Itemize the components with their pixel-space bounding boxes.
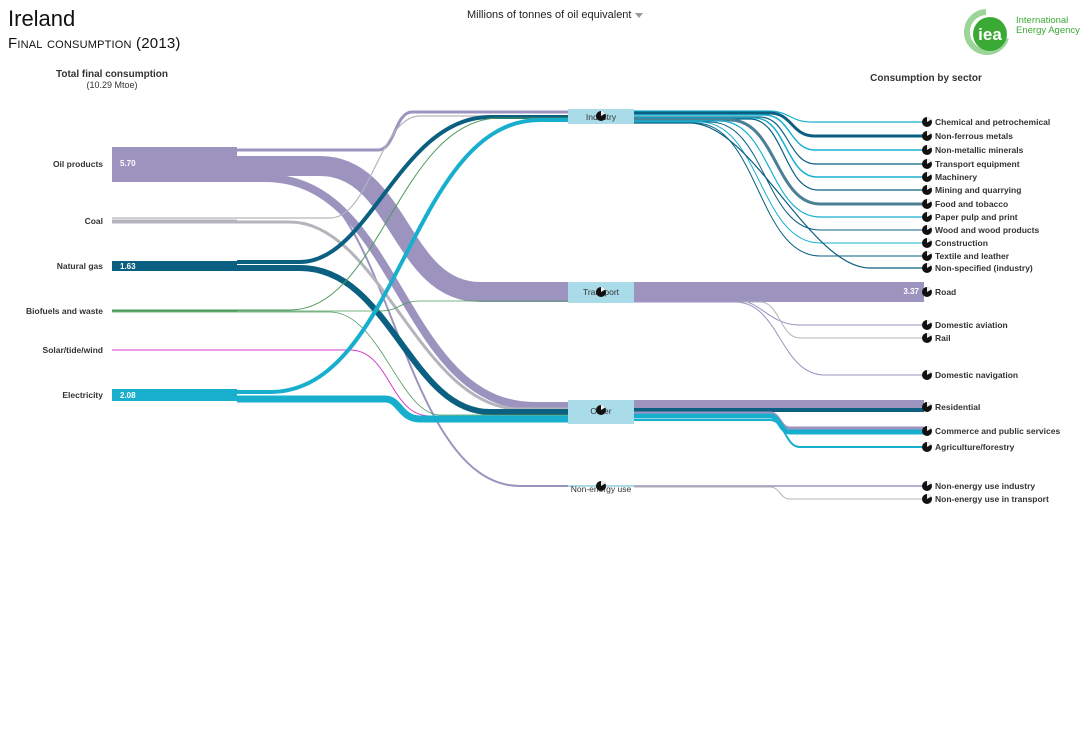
source-value-oil: 5.70 (120, 159, 136, 168)
flow-elec-other (237, 395, 568, 423)
flow-bio-industry (112, 117, 568, 311)
sector-label: Road (935, 287, 956, 297)
source-label-coal: Coal (85, 216, 103, 226)
source-bar-oil (112, 147, 237, 182)
sector-list: Chemical and petrochemical Non-ferrous m… (903, 117, 1060, 504)
sector-label: Non-metallic minerals (935, 145, 1024, 155)
pie-icon[interactable] (922, 287, 932, 297)
sector-label: Non-ferrous metals (935, 131, 1013, 141)
pie-icon[interactable] (922, 370, 932, 380)
sector-label: Agriculture/forestry (935, 442, 1015, 452)
flow-oil-transport (237, 156, 568, 302)
pie-icon[interactable] (922, 117, 932, 127)
source-value-gas: 1.63 (120, 262, 136, 271)
flow-gas-industry (237, 115, 568, 264)
pie-icon[interactable] (922, 442, 932, 452)
pie-icon[interactable] (922, 320, 932, 330)
pie-icon[interactable] (922, 131, 932, 141)
sectors-header: Consumption by sector (870, 73, 982, 84)
sector-label: Non-specified (industry) (935, 263, 1033, 273)
flow-elec-industry (237, 118, 568, 394)
source-bar-gas (112, 261, 237, 271)
pie-icon[interactable] (922, 481, 932, 491)
sector-label: Food and tobacco (935, 199, 1008, 209)
flow-oil-other (237, 174, 568, 410)
pie-icon[interactable] (922, 263, 932, 273)
chart-subtitle: Final consumption (2013) (8, 35, 181, 52)
sector-label: Transport equipment (935, 159, 1020, 169)
flow-coal-other (112, 220, 568, 411)
sector-label: Domestic navigation (935, 370, 1018, 380)
sources-total: (10.29 Mtoe) (86, 80, 137, 90)
source-bars (112, 147, 237, 401)
logo-text-line1: International (1016, 15, 1069, 26)
sector-label: Machinery (935, 172, 977, 182)
middle-nodes (568, 109, 634, 487)
flow-gas-other (237, 265, 568, 415)
source-value-elec: 2.08 (120, 391, 136, 400)
flow-solar-other (112, 349, 568, 417)
unit-dropdown[interactable]: Millions of tonnes of oil equivalent (467, 9, 644, 21)
flow-bio-transport (112, 300, 568, 312)
pie-icon[interactable] (922, 494, 932, 504)
pie-icon[interactable] (922, 251, 932, 261)
sector-label: Wood and wood products (935, 225, 1039, 235)
pie-icon[interactable] (922, 238, 932, 248)
sector-label: Chemical and petrochemical (935, 117, 1050, 127)
sector-label: Textile and leather (935, 251, 1010, 261)
pie-icon[interactable] (922, 402, 932, 412)
sector-label: Non-energy use industry (935, 481, 1035, 491)
logo-text-line2: Energy Agency (1016, 25, 1080, 36)
flow-bio-other (112, 311, 568, 416)
pie-icon[interactable] (922, 145, 932, 155)
pie-icon[interactable] (922, 426, 932, 436)
logo-text: International Energy Agency (1016, 16, 1080, 36)
sector-label: Rail (935, 333, 951, 343)
pie-icon[interactable] (596, 111, 606, 121)
pie-icon[interactable] (922, 225, 932, 235)
source-label-oil: Oil products (53, 159, 103, 169)
pie-icon[interactable] (922, 212, 932, 222)
sector-value-road: 3.37 (903, 287, 919, 296)
sector-label: Commerce and public services (935, 426, 1060, 436)
pie-icon[interactable] (596, 481, 606, 491)
source-label-solar: Solar/tide/wind (43, 345, 103, 355)
sources-header: Total final consumption (56, 69, 168, 80)
logo-abbrev: iea (978, 25, 1002, 44)
middle-pie-icons (596, 111, 606, 491)
sector-flows (634, 110, 924, 500)
pie-icon[interactable] (922, 159, 932, 169)
chevron-down-icon (635, 12, 644, 18)
source-label-gas: Natural gas (57, 261, 104, 271)
pie-icon[interactable] (596, 405, 606, 415)
sector-label: Domestic aviation (935, 320, 1008, 330)
pie-icon[interactable] (922, 185, 932, 195)
source-flows (112, 110, 568, 487)
sector-label: Construction (935, 238, 988, 248)
pie-icon[interactable] (922, 333, 932, 343)
source-label-elec: Electricity (62, 390, 103, 400)
source-bar-elec (112, 389, 237, 401)
pie-icon[interactable] (922, 172, 932, 182)
sector-label: Paper pulp and print (935, 212, 1018, 222)
pie-icon[interactable] (922, 199, 932, 209)
flow-coal-industry (112, 115, 568, 219)
source-label-bio: Biofuels and waste (26, 306, 103, 316)
country-title: Ireland (8, 6, 76, 31)
sector-label: Non-energy use in transport (935, 494, 1049, 504)
pie-icon[interactable] (596, 287, 606, 297)
sector-label: Residential (935, 402, 980, 412)
sector-label: Mining and quarrying (935, 185, 1021, 195)
iea-logo: iea (963, 9, 1009, 55)
unit-dropdown-label: Millions of tonnes of oil equivalent (467, 9, 632, 21)
